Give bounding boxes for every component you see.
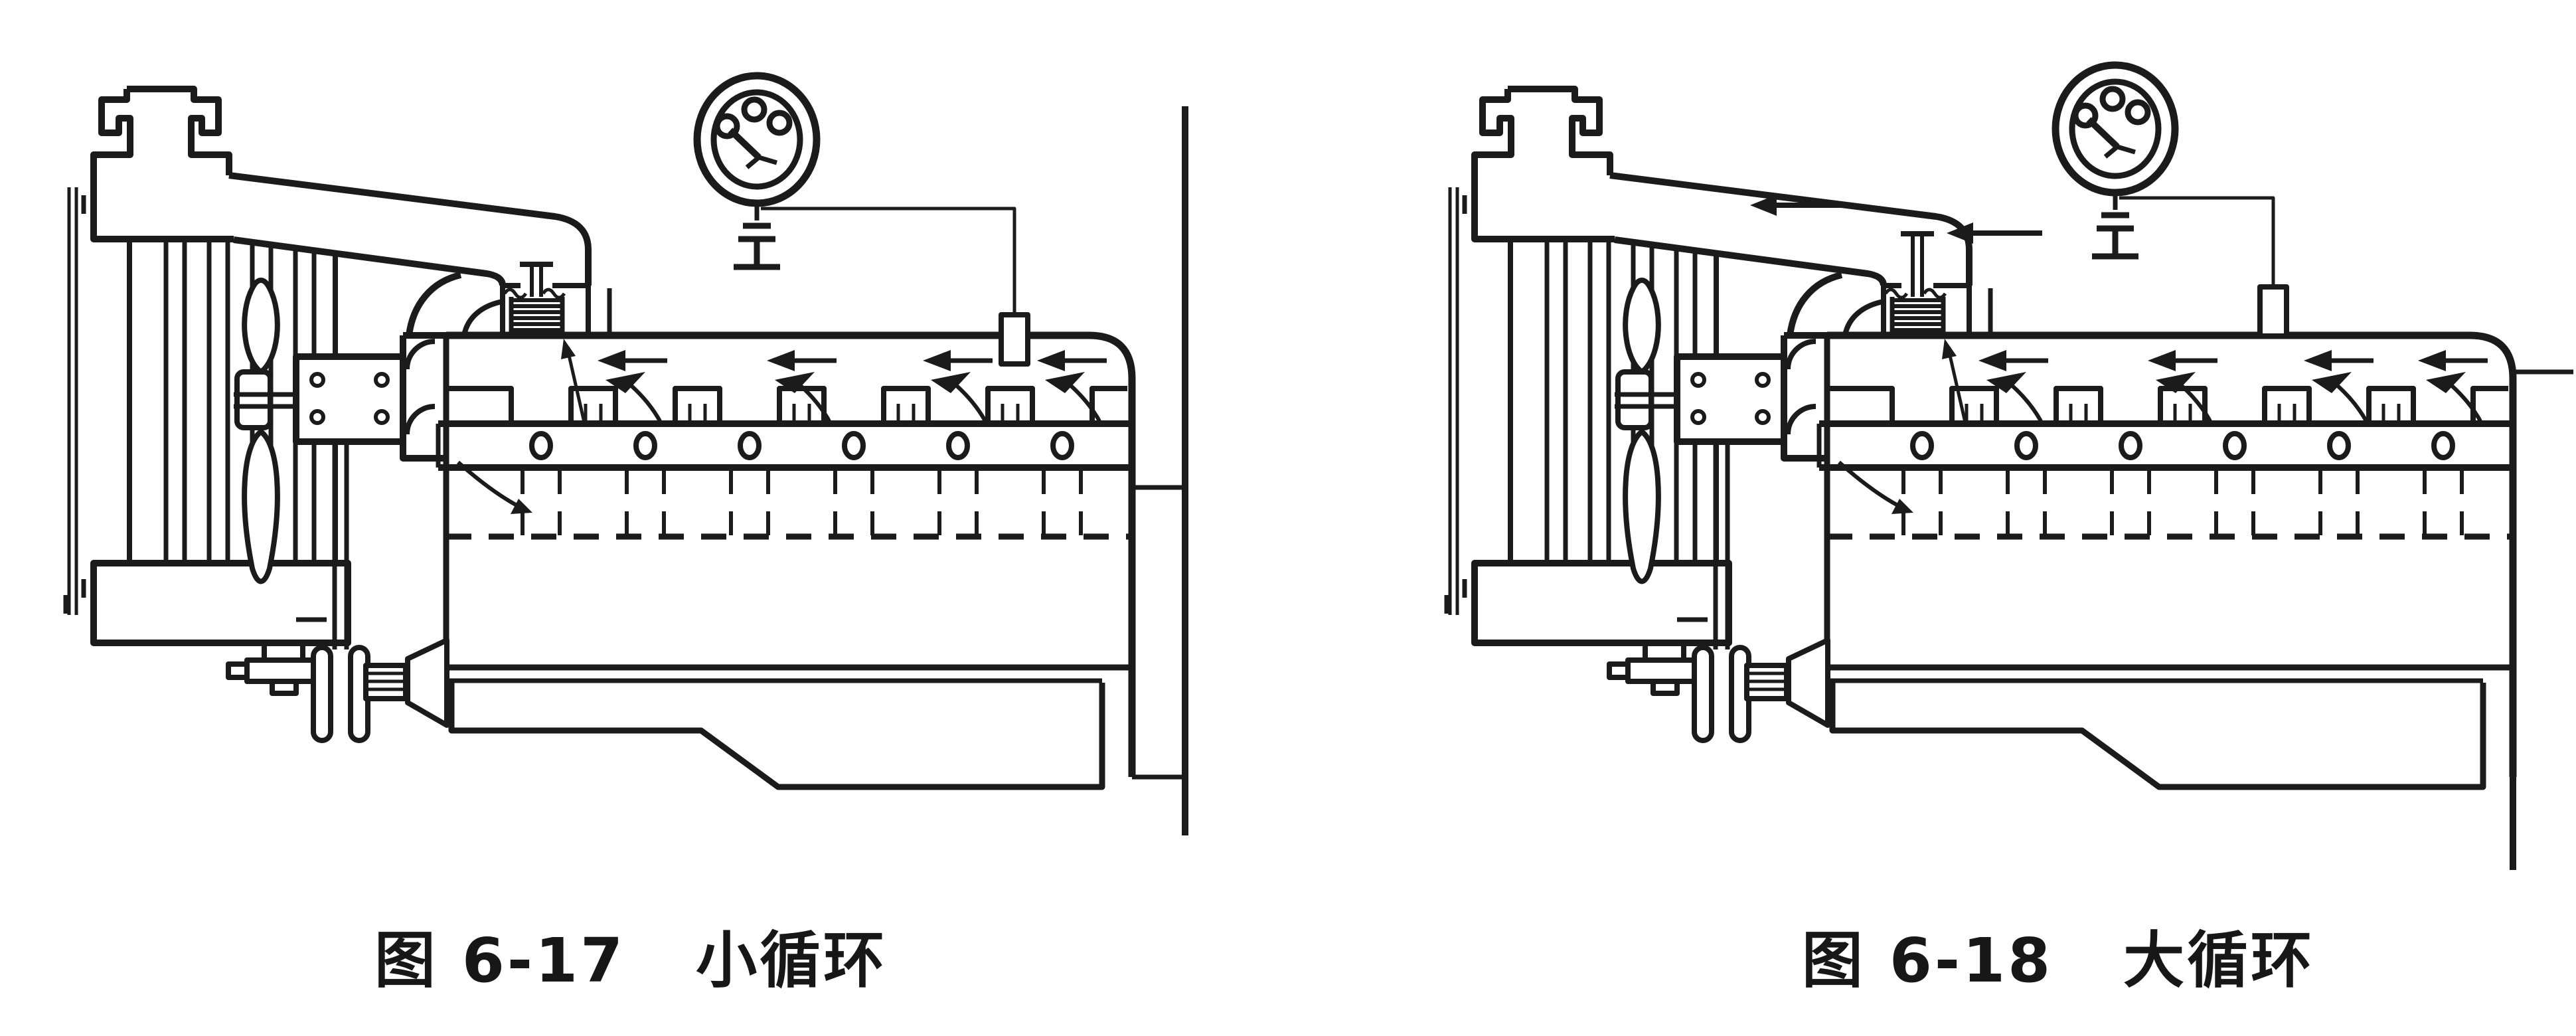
gauge-assembly xyxy=(697,76,1030,367)
hose-flow-arrows xyxy=(1750,195,2042,244)
cooling-system-drawing xyxy=(66,89,1132,787)
figure-small-circulation xyxy=(0,0,1188,835)
gauge-assembly xyxy=(2055,65,2289,339)
figure-large-circulation xyxy=(1381,0,2573,870)
figure-title: 小循环 xyxy=(696,925,888,996)
figure-label: 图 6-18 xyxy=(1801,925,2053,996)
frame-line xyxy=(1132,106,1188,835)
thermostat-valve-open xyxy=(1901,231,1934,297)
right-edge-ticks xyxy=(2510,369,2573,870)
sender-wire xyxy=(761,207,1016,315)
figure-title: 大循环 xyxy=(2123,925,2315,996)
thermostat-valve-closed xyxy=(520,262,553,297)
temperature-sensor xyxy=(999,312,1030,367)
temperature-sensor xyxy=(2257,284,2289,339)
caption-fig-6-18: 图 6-18 大循环 xyxy=(1680,911,2437,999)
sender-wire xyxy=(2119,196,2275,287)
cooling-system-drawing xyxy=(1447,89,2513,787)
figure-label: 图 6-17 xyxy=(374,925,626,996)
caption-fig-6-17: 图 6-17 小循环 xyxy=(252,911,1009,999)
